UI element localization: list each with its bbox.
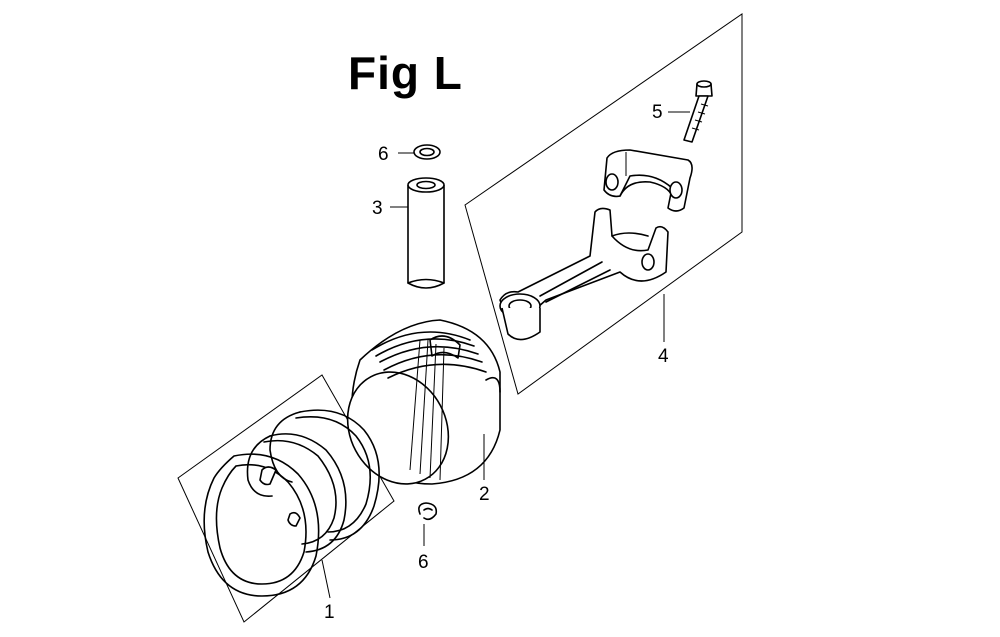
callout-bolt: 5 <box>652 102 663 123</box>
connecting-rod <box>499 207 669 341</box>
bolt <box>683 80 713 143</box>
callout-rings: 1 <box>324 602 335 623</box>
figure-title: Fig L <box>348 47 463 99</box>
callout-clip-top: 6 <box>378 144 389 165</box>
callout-rod-assembly: 4 <box>658 346 669 367</box>
rod-assembly-frame <box>464 13 743 395</box>
callout-piston: 2 <box>479 484 490 505</box>
rings-frame <box>177 374 395 623</box>
piston <box>346 319 501 485</box>
clip-bottom <box>418 502 438 521</box>
rod-cap <box>603 149 693 212</box>
piston-pin <box>407 177 445 289</box>
piston-rings <box>203 409 380 597</box>
leader-lines <box>321 111 690 599</box>
clip-top <box>413 144 441 160</box>
callout-clip-bottom: 6 <box>418 552 429 573</box>
callout-pin: 3 <box>372 198 383 219</box>
